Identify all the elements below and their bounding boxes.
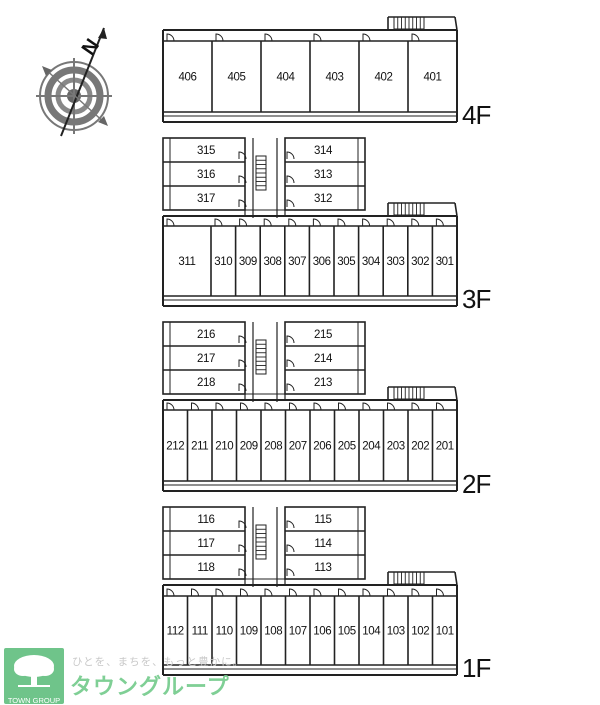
room-217: 217 (197, 353, 215, 365)
room-102: 102 (411, 626, 429, 638)
floor-label-3f: 3F (462, 284, 491, 314)
room-212: 212 (166, 441, 184, 453)
room-211: 211 (191, 441, 208, 453)
room-214: 214 (314, 353, 333, 365)
room-216: 216 (197, 329, 215, 341)
room-113: 113 (314, 562, 331, 574)
company-logo: TOWN GROUP (4, 648, 64, 704)
logo-box: TOWN GROUP (4, 648, 64, 704)
logo-box-label: TOWN GROUP (7, 696, 61, 705)
room-301: 301 (436, 256, 454, 268)
room-218: 218 (197, 377, 215, 389)
room-111: 111 (192, 626, 208, 638)
room-403: 403 (326, 72, 344, 84)
room-317: 317 (197, 193, 215, 205)
room-101: 101 (436, 626, 454, 638)
logo-name: タウングループ (70, 674, 230, 699)
room-208: 208 (264, 441, 282, 453)
room-103: 103 (387, 626, 405, 638)
room-114: 114 (314, 538, 332, 550)
room-118: 118 (197, 562, 214, 574)
room-206: 206 (313, 441, 331, 453)
room-316: 316 (197, 169, 215, 181)
room-405: 405 (228, 72, 246, 84)
room-314: 314 (314, 145, 333, 157)
room-115: 115 (314, 514, 331, 526)
compass: N (28, 18, 128, 138)
room-309: 309 (239, 256, 257, 268)
room-308: 308 (264, 256, 282, 268)
room-109: 109 (240, 626, 258, 638)
room-304: 304 (362, 256, 381, 268)
room-110: 110 (216, 626, 233, 638)
room-305: 305 (337, 256, 355, 268)
room-312: 312 (314, 193, 332, 205)
room-107: 107 (289, 626, 307, 638)
floor-label-1f: 1F (462, 653, 491, 683)
room-202: 202 (411, 441, 429, 453)
room-315: 315 (197, 145, 215, 157)
room-104: 104 (362, 626, 381, 638)
room-108: 108 (264, 626, 282, 638)
room-303: 303 (387, 256, 405, 268)
room-404: 404 (277, 72, 296, 84)
room-112: 112 (167, 626, 184, 638)
logo-slogan: ひとを、まちを、もっと豊かに。 (72, 656, 245, 668)
room-307: 307 (288, 256, 306, 268)
room-401: 401 (424, 72, 442, 84)
room-310: 310 (214, 256, 232, 268)
room-203: 203 (387, 441, 405, 453)
room-215: 215 (314, 329, 332, 341)
room-210: 210 (215, 441, 233, 453)
room-201: 201 (436, 441, 454, 453)
room-302: 302 (411, 256, 429, 268)
room-313: 313 (314, 169, 332, 181)
room-209: 209 (240, 441, 258, 453)
room-116: 116 (197, 514, 214, 526)
room-213: 213 (314, 377, 332, 389)
tree-logo-icon (14, 655, 54, 687)
room-205: 205 (338, 441, 356, 453)
room-105: 105 (338, 626, 356, 638)
room-207: 207 (289, 441, 307, 453)
room-204: 204 (362, 441, 381, 453)
room-106: 106 (313, 626, 331, 638)
room-311: 311 (178, 256, 195, 268)
room-402: 402 (375, 72, 393, 84)
room-117: 117 (197, 538, 214, 550)
room-306: 306 (313, 256, 331, 268)
compass-rose-icon (36, 27, 112, 137)
floor-label-2f: 2F (462, 469, 491, 499)
room-406: 406 (179, 72, 197, 84)
floor-label-4f: 4F (462, 100, 491, 130)
